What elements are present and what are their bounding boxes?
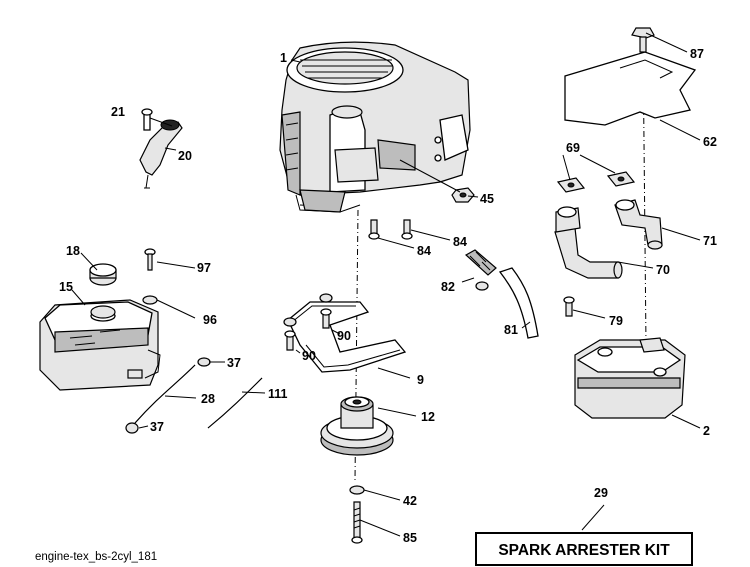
callout-85: 85 [403, 531, 417, 545]
hose-clamp-lower [125, 422, 139, 434]
callout-81: 81 [504, 323, 518, 337]
callout-96: 96 [203, 313, 217, 327]
callout-84-left: 84 [417, 244, 431, 258]
callout-9: 9 [417, 373, 424, 387]
diagram-caption: engine-tex_bs-2cyl_181 [35, 551, 157, 563]
callout-90-upper: 90 [337, 329, 351, 343]
fuel-line-111-inner [207, 377, 263, 429]
guide-bolt-upper [320, 308, 332, 329]
engine-assembly [279, 41, 471, 213]
exhaust-axis-line [642, 39, 647, 346]
callout-12: 12 [421, 410, 435, 424]
callout-97: 97 [197, 261, 211, 275]
callout-20: 20 [178, 149, 192, 163]
fuel-line-28-inner [134, 364, 196, 424]
callout-29: 29 [594, 486, 608, 500]
tank-screw [144, 248, 156, 271]
exhaust-pipe-71 [614, 199, 663, 250]
callout-37-lower: 37 [150, 420, 164, 434]
exhaust-pipe-70 [554, 206, 623, 279]
fuel-cap [89, 263, 117, 286]
hose-clamp-upper [197, 357, 211, 367]
engine-pulley [320, 396, 394, 456]
callout-111: 111 [268, 387, 288, 401]
exhaust-gasket-left [556, 177, 586, 193]
callout-69: 69 [566, 141, 580, 155]
callout-79: 79 [609, 314, 623, 328]
callout-70: 70 [656, 263, 670, 277]
callout-28: 28 [201, 392, 215, 406]
callout-37-upper: 37 [227, 356, 241, 370]
spark-arrester-kit-box: SPARK ARRESTER KIT [475, 532, 693, 566]
pulley-washer [349, 485, 365, 495]
tank-washer [142, 295, 158, 305]
callout-45: 45 [480, 192, 494, 206]
callout-18: 18 [66, 244, 80, 258]
muffler-bolt [563, 296, 575, 317]
callouts: 1 21 20 18 97 15 96 37 28 111 37 90 90 9… [59, 47, 717, 545]
engine-bolt-left [368, 219, 380, 240]
callout-82: 82 [441, 280, 455, 294]
callout-1: 1 [280, 51, 287, 65]
callout-2: 2 [703, 424, 710, 438]
callout-62: 62 [703, 135, 717, 149]
callout-42: 42 [403, 494, 417, 508]
callout-71: 71 [703, 234, 717, 248]
belt-guide [287, 301, 407, 373]
callout-15: 15 [59, 280, 73, 294]
callout-21: 21 [111, 105, 125, 119]
breather-hose [498, 267, 539, 339]
guide-washer-lower [283, 317, 297, 327]
spark-arrester-kit-label: SPARK ARRESTER KIT [498, 542, 670, 559]
throttle-control [139, 108, 183, 189]
pulley-bolt [351, 501, 363, 544]
hex-nut [451, 187, 475, 203]
heat-shield [564, 51, 697, 126]
callout-87: 87 [690, 47, 704, 61]
fuel-tank [39, 299, 161, 391]
callout-84-right: 84 [453, 235, 467, 249]
exhaust-gasket-right [606, 171, 636, 187]
leader-lines [71, 32, 701, 537]
engine-bolt-right [401, 219, 413, 240]
guide-bolt-lower [284, 330, 296, 351]
guide-washer-upper [319, 293, 333, 303]
muffler [574, 337, 686, 419]
callout-90-lower: 90 [302, 349, 316, 363]
shield-bolt [631, 27, 655, 53]
fuel-fitting [464, 249, 497, 291]
